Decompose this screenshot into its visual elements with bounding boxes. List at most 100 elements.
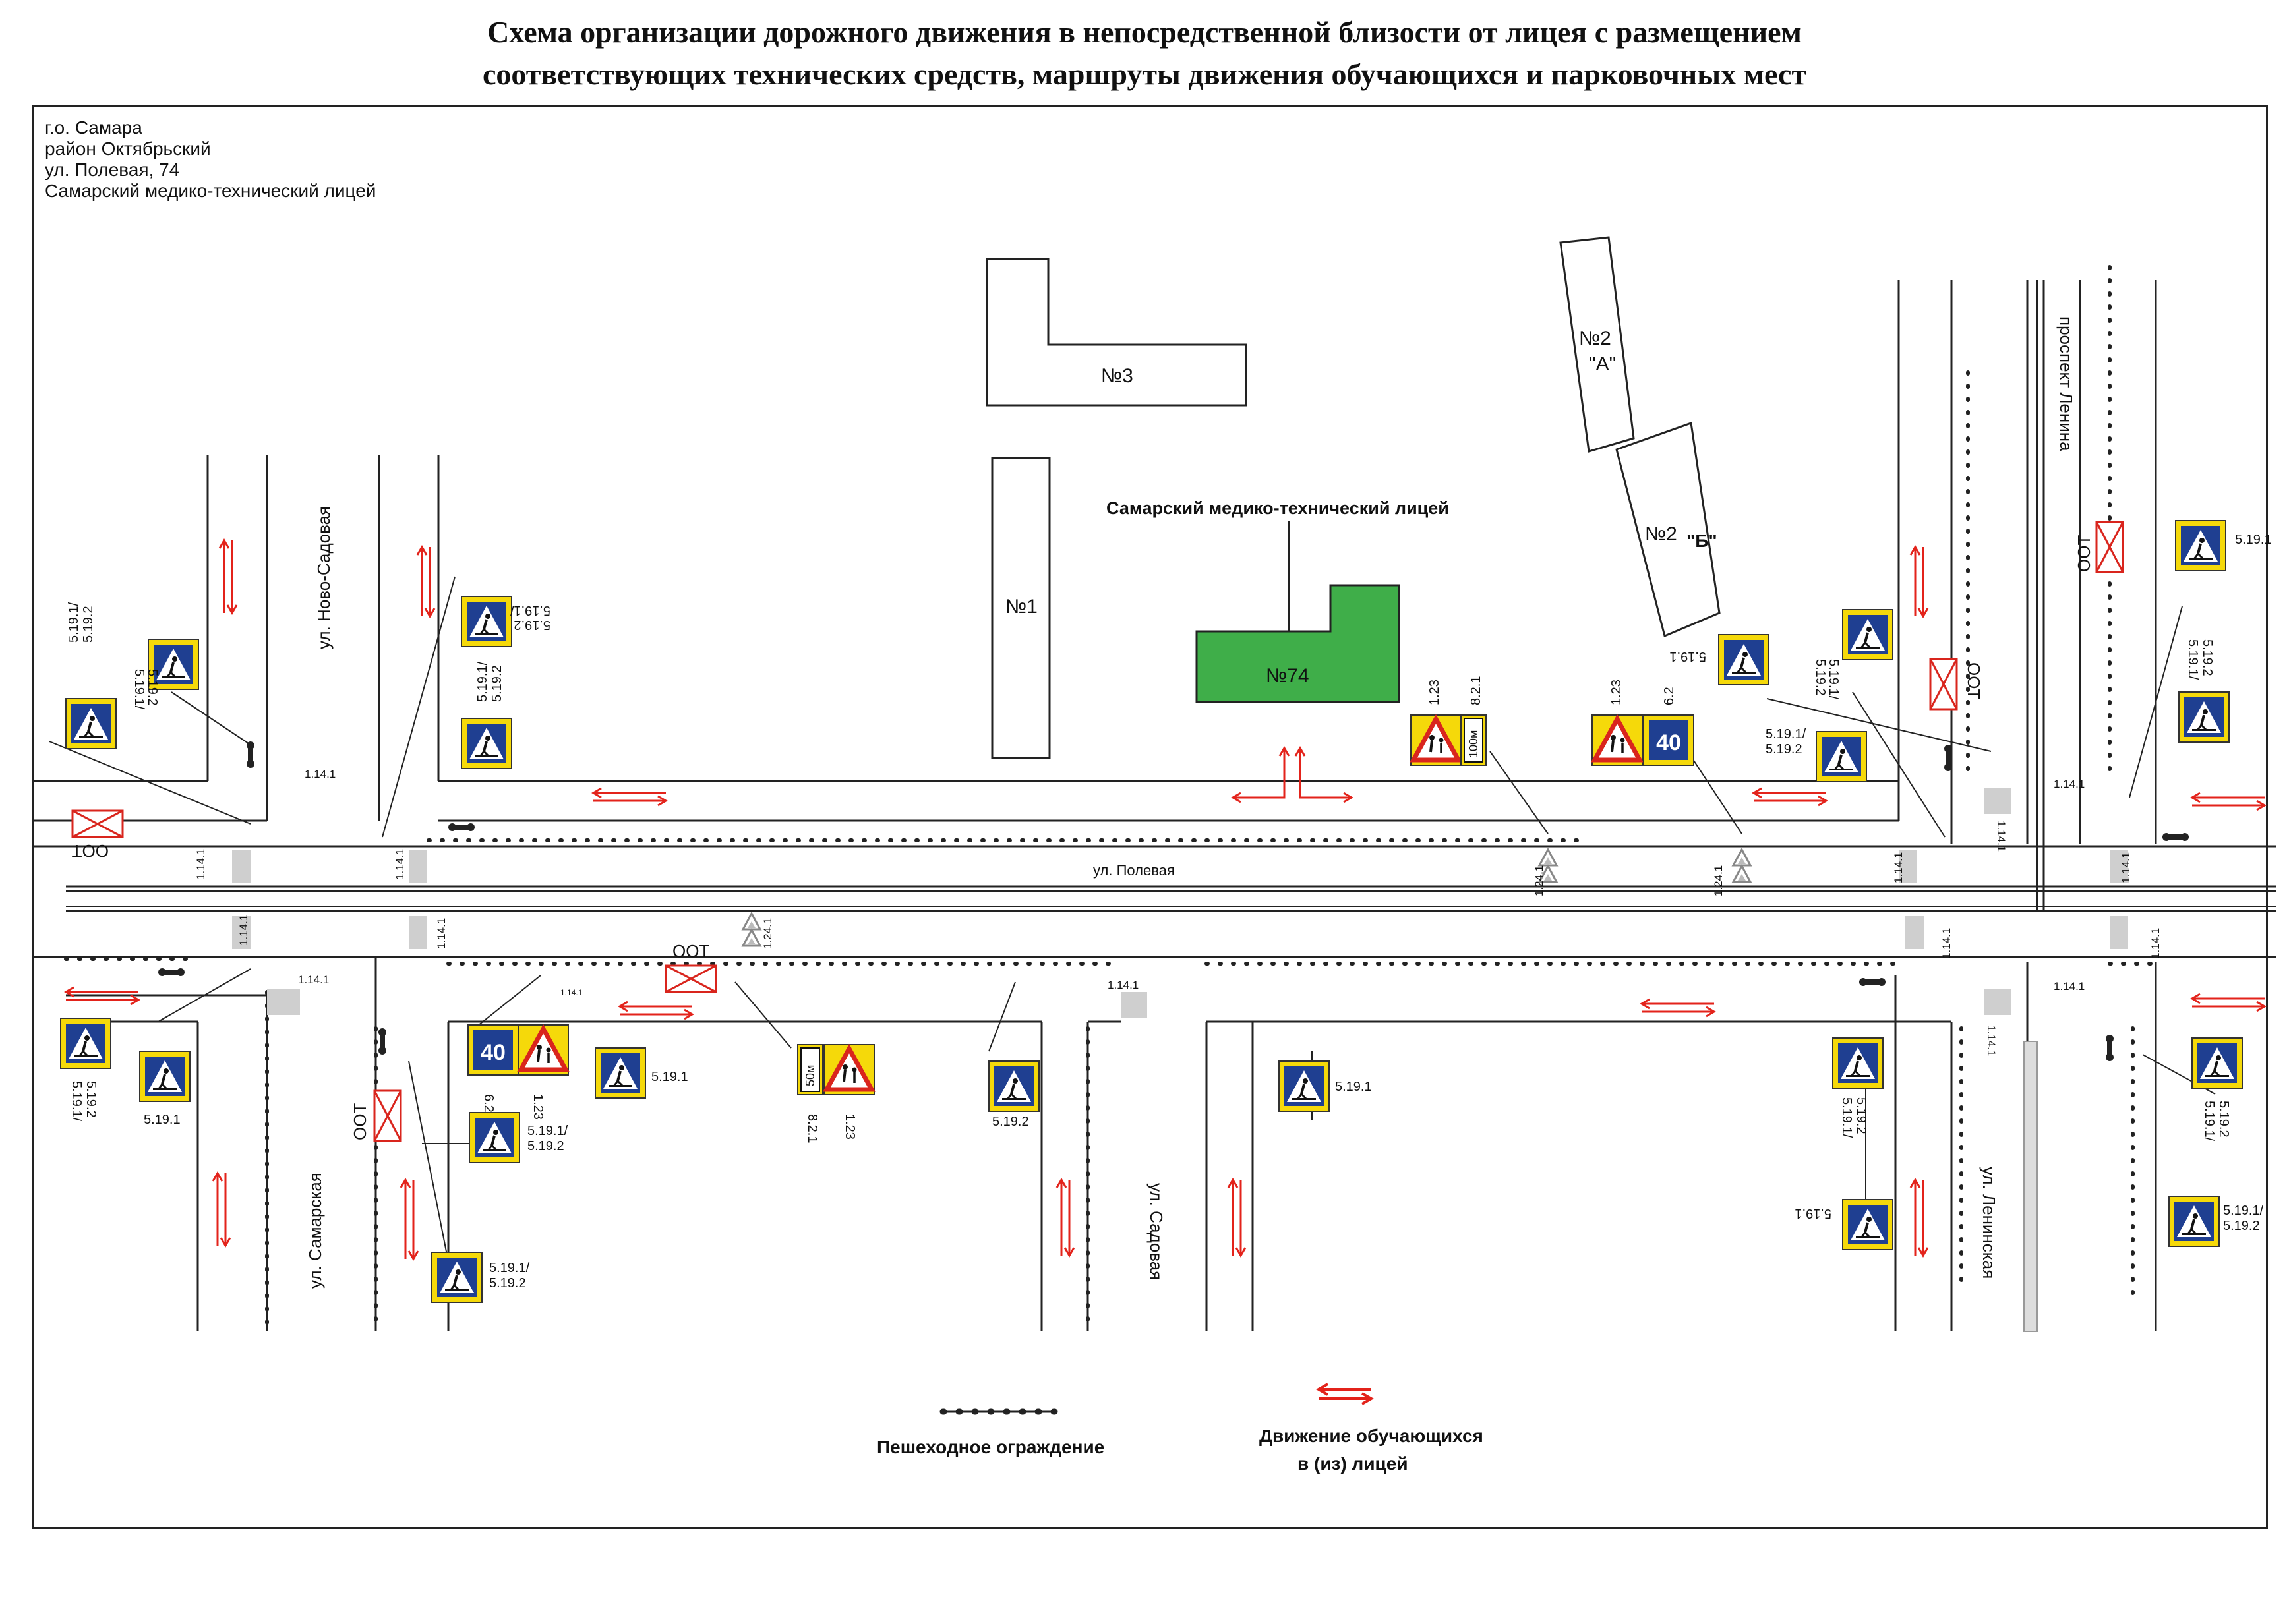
sign-crossing-6 [1717, 633, 1770, 686]
code-speed-2: 6.2 [481, 1094, 496, 1113]
student-movement-arrows [64, 538, 2267, 1261]
code-10a: 5.19.1/ [69, 1081, 84, 1122]
building-2a-label-2: "А" [1589, 353, 1616, 375]
code-9a: 5.19.1/ [2185, 639, 2200, 680]
building-1: №1 [991, 457, 1051, 759]
code-5: 5.19.1 [1669, 649, 1706, 664]
sign-crossing-10 [59, 1017, 112, 1070]
code-child-2: 1.23 [1609, 680, 1624, 705]
address-school: Самарский медико-технический лицей [45, 181, 376, 201]
lower-streets [66, 957, 2157, 1331]
sign-crossing-16 [1278, 1060, 1330, 1113]
code-19a: 5.19.1/ [2202, 1101, 2216, 1142]
code-20a: 5.19.1/ [2223, 1204, 2264, 1218]
building-3: №3 [986, 258, 1247, 407]
legend-movement-label-2: в (из) лицей [1297, 1453, 1408, 1474]
mark-1: 1.14.1 [305, 768, 336, 780]
code-15: 5.19.2 [992, 1115, 1029, 1129]
code-6a: 5.19.1/ [1826, 659, 1841, 700]
mark-2: 1.14.1 [194, 849, 207, 880]
code-20b: 5.19.2 [2223, 1219, 2260, 1233]
mark-16: 1.14.1 [1940, 928, 1953, 959]
school-number: №74 [1266, 665, 1309, 687]
sign-speed-2-value: 40 [481, 1040, 506, 1065]
code-child-1: 1.23 [1427, 680, 1442, 705]
lenina-median-strip [2023, 1041, 2038, 1332]
sign-plate-100: 100м [1460, 714, 1487, 766]
mark-11: 1.14.1 [435, 918, 448, 949]
code-plate-1: 8.2.1 [1469, 676, 1483, 705]
code-4a: 5.19.1/ [475, 661, 490, 702]
code-10b: 5.19.2 [84, 1081, 98, 1118]
map-frame [32, 105, 2268, 1529]
mark-8: 1.14.1 [1995, 821, 2007, 852]
legend-arrow-symbol [1315, 1383, 1375, 1405]
mark-3: 1.14.1 [394, 849, 406, 880]
code-18: 5.19.1 [1795, 1206, 1831, 1221]
street-label-lenina: проспект Ленина [2056, 316, 2076, 451]
building-2b-suffix: "Б" [1686, 531, 1717, 551]
map-title-line-2: соответствующих технических средств, мар… [482, 57, 1807, 91]
school-building: №74 [1195, 584, 1400, 703]
code-child-4: 1.23 [843, 1114, 857, 1140]
code-3b: 5.19.2 [514, 618, 550, 632]
mark-14: 1.24.1 [761, 918, 774, 949]
code-13b: 5.19.2 [489, 1276, 526, 1290]
building-2a-label-1: №2 [1579, 328, 1611, 349]
sign-speed-2: 40 [467, 1024, 519, 1076]
sign-crossing-20 [2168, 1195, 2220, 1248]
sign-children-2 [1592, 715, 1642, 765]
novo-sadovaya-street [32, 455, 1899, 822]
mark-6: 1.14.1 [1892, 852, 1905, 883]
sign-crossing-15 [988, 1060, 1040, 1113]
mark-7: 1.14.1 [2054, 778, 2085, 790]
address-city: г.о. Самара [45, 117, 142, 138]
sign-speed-1-value: 40 [1656, 730, 1681, 755]
code-1a: 5.19.1/ [67, 602, 81, 643]
sign-plate-50-text: 50м [804, 1065, 817, 1086]
legend-fence-label: Пешеходное ограждение [877, 1437, 1104, 1457]
sign-crossing-13 [431, 1251, 483, 1304]
sign-speed-1: 40 [1643, 714, 1694, 766]
bus-stop-label-upper-right: ООТ [1964, 662, 1984, 699]
sign-children-1 [1411, 715, 1461, 765]
sign-crossing-4 [460, 717, 513, 770]
bus-stop-label-polevaya: ООТ [672, 941, 709, 961]
bus-stop-lenina: ООТ [2074, 521, 2124, 573]
polevaya-road [32, 845, 2276, 958]
sign-crossing-19 [2191, 1037, 2244, 1089]
street-label-leninskaya: ул. Ленинская [1979, 1167, 1999, 1279]
mark-18: 1.14.1 [2054, 980, 2085, 993]
code-8: 5.19.1 [2235, 533, 2272, 547]
legend-movement-label-1: Движение обучающихся [1259, 1426, 1483, 1446]
lenina-street-upper [1897, 280, 2157, 910]
code-17a: 5.19.1/ [1839, 1097, 1854, 1138]
street-label-novo-sadovaya: ул. Ново-Садовая [314, 506, 334, 649]
mark-9: 1.14.1 [2120, 852, 2132, 883]
pedestrian-fences [64, 265, 2158, 1333]
code-3a: 5.19.1/ [510, 603, 550, 618]
sign-children-3 [518, 1025, 568, 1075]
code-7a: 5.19.1/ [1766, 727, 1806, 741]
bus-stop-upper-right: ООТ [1929, 658, 1984, 710]
sign-code-labels: 5.19.1/ 5.19.2 5.19.1/ 5.19.2 5.19.1/ 5.… [67, 533, 2272, 1290]
code-11: 5.19.1 [144, 1113, 181, 1127]
code-child-3: 1.23 [531, 1094, 545, 1120]
code-19b: 5.19.2 [2216, 1101, 2231, 1138]
mark-17: 1.14.1 [1985, 1025, 1998, 1056]
warning-triangles [742, 848, 1752, 947]
bus-stop-polevaya: ООТ [665, 941, 717, 993]
code-speed-1: 6.2 [1662, 687, 1677, 705]
code-14: 5.19.1 [651, 1070, 688, 1084]
school-caption: Самарский медико-технический лицей [1106, 498, 1449, 518]
map-title-line-1: Схема организации дорожного движения в н… [487, 15, 1802, 49]
mark-15: 1.14.1 [1108, 979, 1139, 991]
code-17b: 5.19.2 [1854, 1097, 1868, 1134]
code-9b: 5.19.2 [2200, 639, 2215, 676]
traffic-lights [158, 741, 2189, 1061]
code-1b: 5.19.2 [81, 606, 96, 643]
building-1-label: №1 [1005, 596, 1038, 618]
sign-children-4 [824, 1045, 874, 1095]
sign-crossing-11 [138, 1050, 191, 1103]
